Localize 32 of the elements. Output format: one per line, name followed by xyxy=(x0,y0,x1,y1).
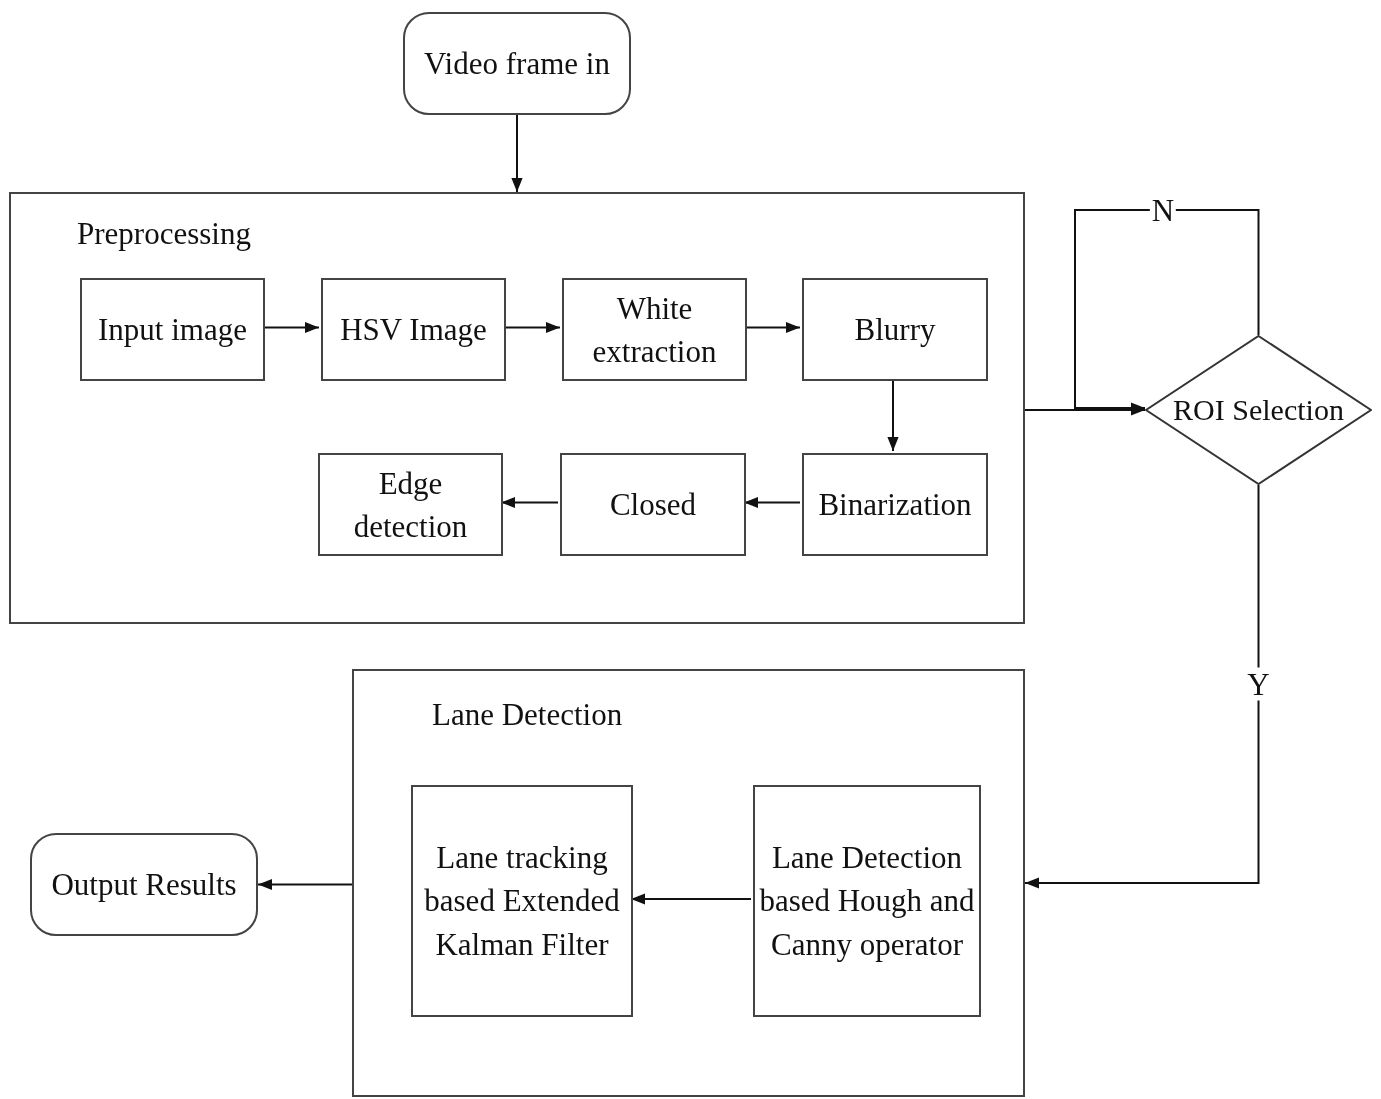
group-title: Preprocessing xyxy=(77,215,251,253)
node-label: Blurry xyxy=(853,310,937,349)
node-label: ROI Selection xyxy=(1172,392,1345,428)
process-box xyxy=(560,453,746,556)
node-label: HSV Image xyxy=(339,310,488,349)
arrow xyxy=(1024,484,1260,889)
node-label: Binarization xyxy=(817,485,973,524)
group-title: Lane Detection xyxy=(432,696,623,734)
process-box xyxy=(802,278,988,381)
process-box xyxy=(321,278,506,381)
node-label: Edge detection xyxy=(352,464,469,546)
terminal-box xyxy=(403,12,631,115)
process-box xyxy=(318,453,503,556)
decision-diamond xyxy=(1145,335,1372,485)
node-label: Output Results xyxy=(50,865,238,904)
process-box xyxy=(562,278,747,381)
node-label: Closed xyxy=(608,485,698,524)
process-box xyxy=(753,785,981,1017)
arrow xyxy=(511,114,523,193)
terminal-box xyxy=(30,833,258,936)
process-box xyxy=(80,278,265,381)
process-box xyxy=(802,453,988,556)
node-label: Lane Detection based Hough and Canny operator xyxy=(758,838,976,964)
node-label: White extraction xyxy=(591,289,718,371)
group-panel xyxy=(352,669,1025,1097)
group-panel xyxy=(9,192,1025,624)
arrow xyxy=(257,878,353,891)
node-label: Video frame in xyxy=(423,44,611,83)
node-label: Lane tracking based Extended Kalman Filter xyxy=(423,838,621,964)
node-label: Input image xyxy=(97,310,248,349)
process-box xyxy=(411,785,633,1017)
edge-label: Y xyxy=(1245,667,1272,701)
